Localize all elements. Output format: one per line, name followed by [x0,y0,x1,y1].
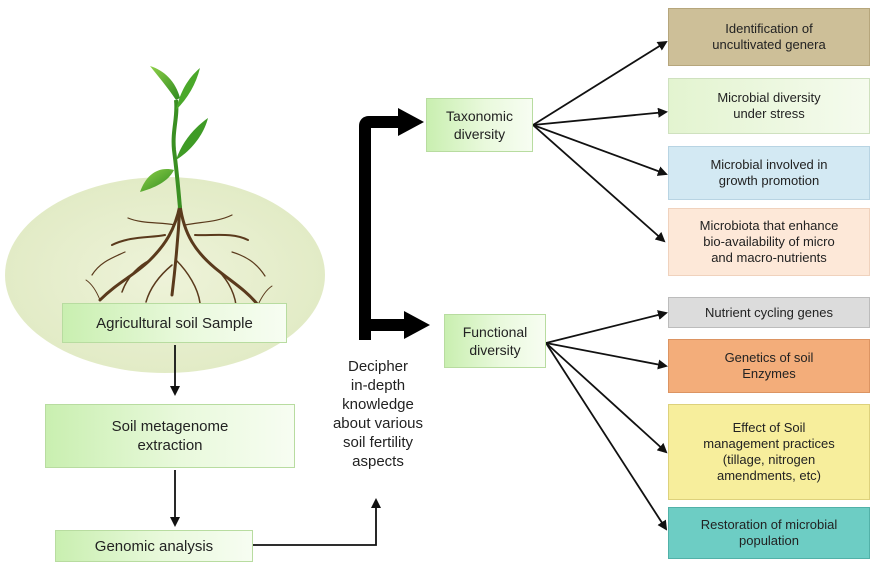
arrow-func-to-enzymes [545,342,668,370]
nutrients-line1: Microbiota that enhance [699,218,839,233]
management-line4: amendments, etc) [716,468,822,483]
arrow-func-to-management [545,342,668,454]
extraction-label-line1: Soil metagenome [111,418,229,435]
decipher-line1: Decipher [347,358,409,375]
nutrients-line3: and macro-nutrients [711,250,827,265]
decipher-knowledge-text: Decipher in-depth knowledge about variou… [312,357,444,471]
enzymes-line1: Genetics of soil [724,350,814,365]
soil-ellipse [5,177,325,373]
uncultivated-genera-box: Identification of uncultivated genera [668,8,870,66]
diversity-under-stress-box: Microbial diversity under stress [668,78,870,134]
nutrient-cycling-genes-box: Nutrient cycling genes [668,297,870,328]
soil-metagenome-extraction-box: Soil metagenome extraction [45,404,295,468]
management-line1: Effect of Soil [732,420,806,435]
agricultural-soil-sample-box: Agricultural soil Sample [62,303,287,343]
bracket-arrow-icon [359,108,430,340]
microbial-restoration-box: Restoration of microbial population [668,507,870,559]
nutrients-line2: bio-availability of micro [703,234,835,249]
analysis-label: Genomic analysis [94,537,214,555]
arrow-func-to-restoration [545,342,668,531]
taxonomic-diversity-box: Taxonomic diversity [426,98,533,152]
growth-promotion-box: Microbial involved in growth promotion [668,146,870,200]
growth-line1: Microbial involved in [710,157,828,172]
stress-line1: Microbial diversity [717,90,821,105]
nutrient-bioavailability-box: Microbiota that enhance bio-availability… [668,208,870,276]
cycling-line1: Nutrient cycling genes [705,304,833,320]
decipher-line5: soil fertility [342,434,413,451]
arrow-func-to-cycling [545,310,668,344]
functional-diversity-box: Functional diversity [444,314,546,368]
arrow-analysis-to-decipher [253,498,381,546]
stress-line2: under stress [733,106,805,121]
genomic-analysis-box: Genomic analysis [55,530,253,562]
taxonomic-line2: diversity [453,126,506,142]
functional-line2: diversity [469,342,521,358]
arrow-tax-to-genera [532,40,668,126]
restoration-line1: Restoration of microbial [700,517,838,532]
genera-line2: uncultivated genera [712,37,826,52]
sample-label: Agricultural soil Sample [96,314,253,332]
soil-enzymes-box: Genetics of soil Enzymes [668,339,870,393]
decipher-line2: in-depth [350,377,406,394]
arrow-tax-to-nutrients [532,124,666,243]
plant-seedling-icon [140,66,208,209]
management-practices-box: Effect of Soil management practices (til… [668,404,870,500]
enzymes-line2: Enzymes [742,366,796,381]
extraction-label-line2: extraction [137,437,203,454]
arrow-tax-to-growth [532,124,668,176]
genera-line1: Identification of [725,21,813,36]
growth-line2: growth promotion [718,173,820,188]
plant-roots-icon [85,203,273,307]
management-line2: management practices [703,436,835,451]
arrow-tax-to-stress [532,107,668,126]
restoration-line2: population [739,533,799,548]
decipher-line6: aspects [352,453,404,470]
decipher-line4: about various [332,415,424,432]
decipher-line3: knowledge [342,396,414,413]
functional-line1: Functional [462,324,528,340]
taxonomic-line1: Taxonomic [446,108,513,124]
management-line3: (tillage, nitrogen [722,452,816,467]
